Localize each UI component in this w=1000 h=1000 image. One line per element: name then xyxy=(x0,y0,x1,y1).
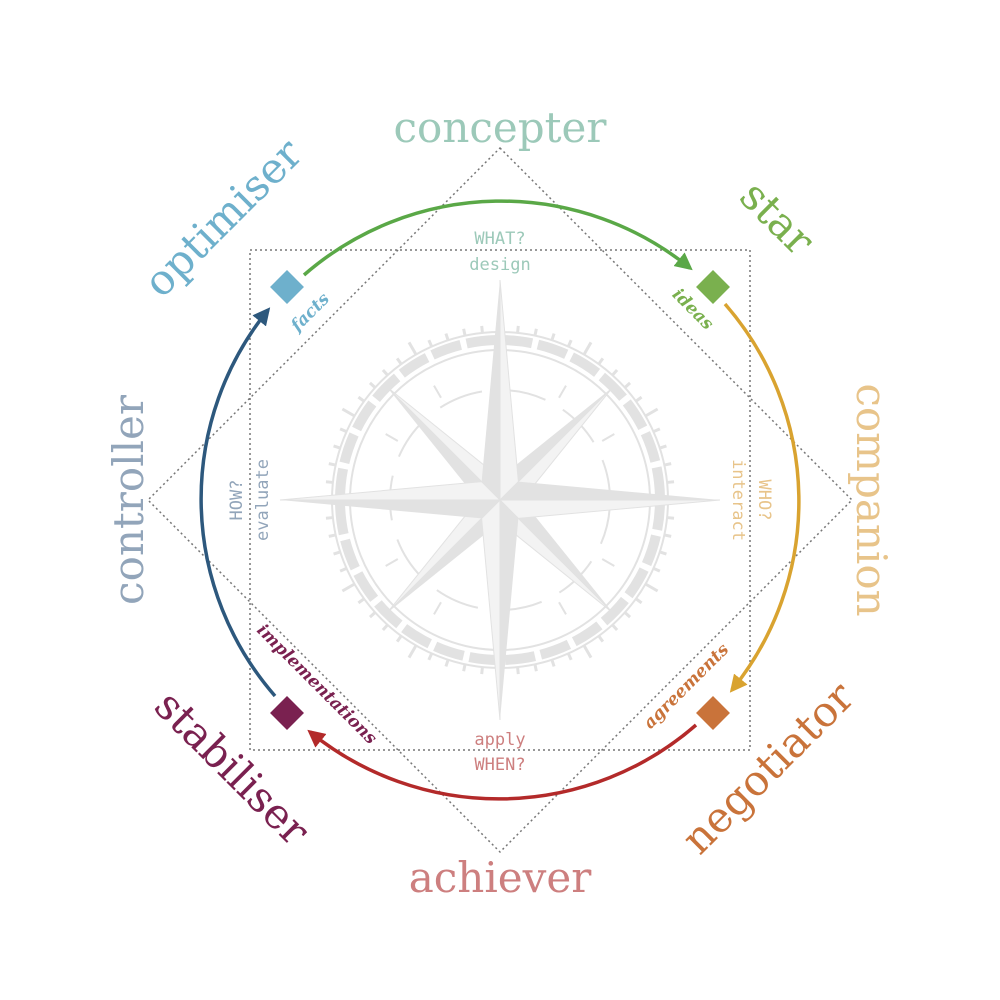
role-controller: controller xyxy=(104,394,153,605)
output-implementations: implementations xyxy=(252,620,380,748)
dotted-diamond xyxy=(146,146,854,854)
role-star: star xyxy=(730,171,824,265)
question-what-verb: design xyxy=(469,255,530,275)
dotted-square xyxy=(249,249,751,751)
facts-marker xyxy=(270,270,304,304)
compass-rose-icon xyxy=(279,279,721,721)
question-when: WHEN? xyxy=(474,755,525,775)
arc-agreements-to-implementations xyxy=(307,723,698,801)
arc-implementations-to-facts xyxy=(199,307,277,698)
ideas-marker xyxy=(696,270,730,304)
implementations-marker xyxy=(270,696,304,730)
question-how-verb: evaluate xyxy=(253,459,273,541)
question-what: WHAT? xyxy=(474,229,525,249)
role-achiever: achiever xyxy=(409,853,592,902)
question-who-verb: interact xyxy=(728,459,748,541)
role-concepter: concepter xyxy=(394,103,608,152)
question-how: HOW? xyxy=(227,480,247,521)
role-companion: companion xyxy=(847,383,896,616)
question-when-verb: apply xyxy=(474,730,525,750)
question-who: WHO? xyxy=(754,480,774,521)
arc-facts-to-ideas xyxy=(302,199,693,277)
arc-ideas-to-agreements xyxy=(723,302,801,693)
role-negotiator: negotiator xyxy=(672,671,864,863)
agreements-marker xyxy=(696,696,730,730)
